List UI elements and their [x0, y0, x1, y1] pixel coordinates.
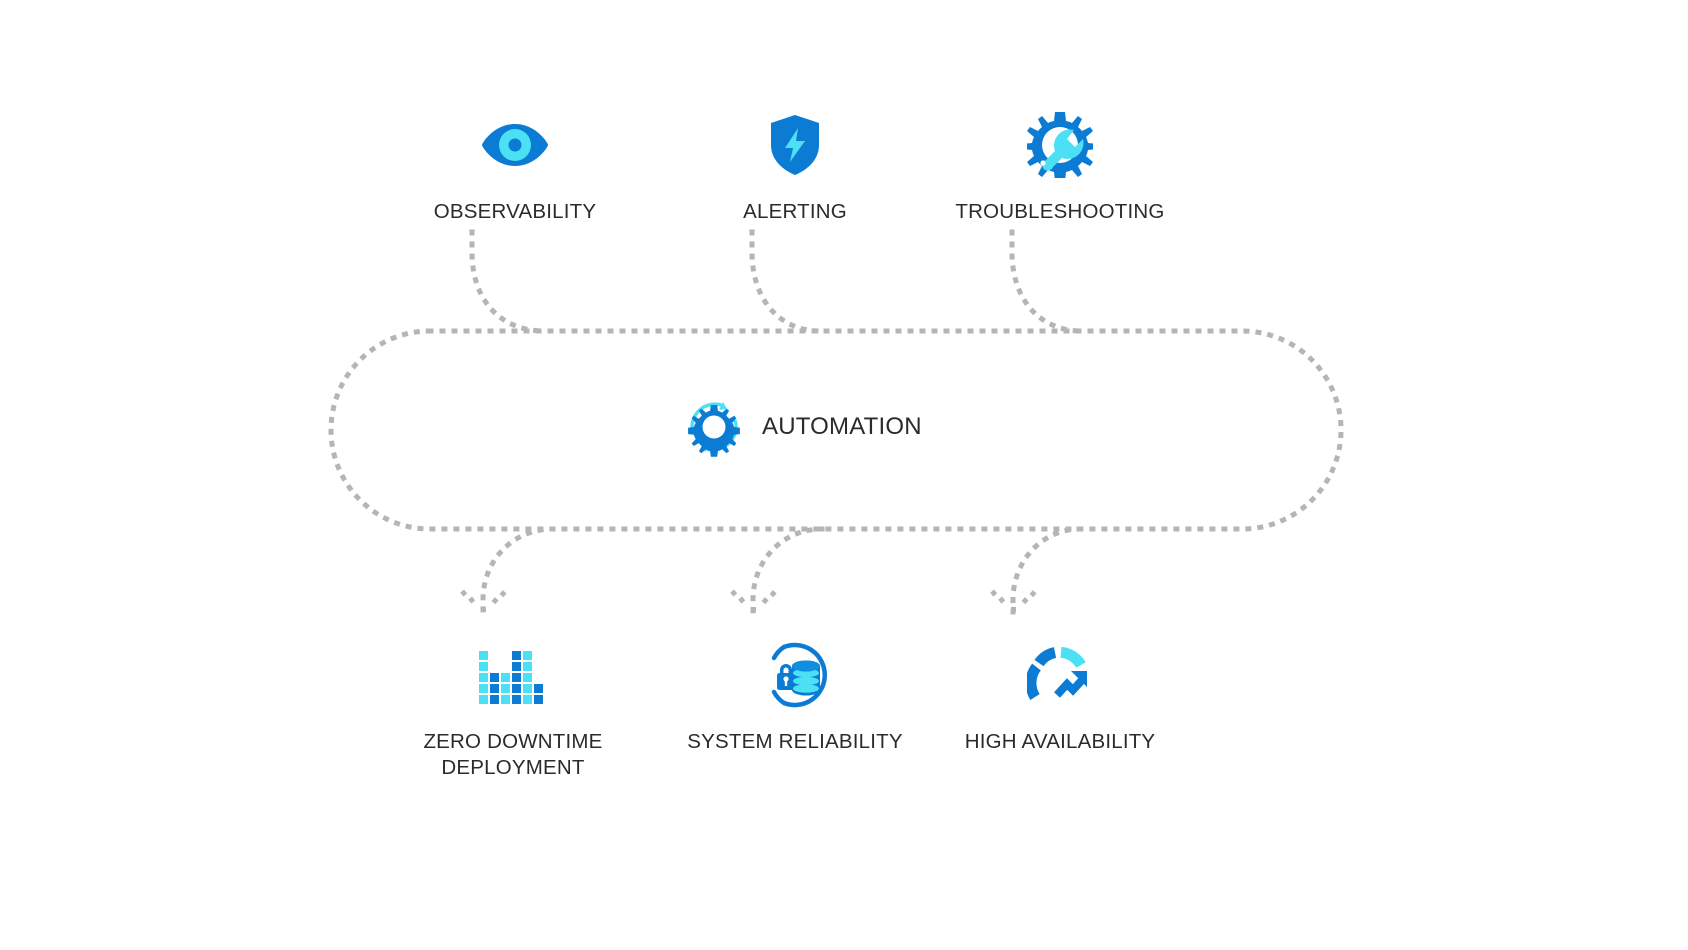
gear-wrench-icon — [930, 105, 1190, 185]
automation-gear-refresh-icon — [683, 396, 745, 458]
node-high-availability[interactable]: HIGH AVAILABILITY — [930, 635, 1190, 755]
pixel-bar-chart-icon — [383, 635, 643, 715]
node-troubleshooting[interactable]: TROUBLESHOOTING — [930, 105, 1190, 225]
connector-arrowheads — [460, 589, 1037, 612]
connector-troubleshooting — [1009, 229, 1085, 334]
arrowhead-system-reliability — [730, 589, 777, 612]
center-label: AUTOMATION — [762, 413, 922, 440]
node-alerting[interactable]: ALERTING — [665, 105, 925, 225]
node-label: OBSERVABILITY — [433, 200, 597, 223]
arrowhead-zero-downtime — [460, 589, 507, 612]
connector-high-availability — [1010, 526, 1083, 615]
node-system-reliability[interactable]: SYSTEM RELIABILITY — [665, 635, 925, 755]
connector-system-reliability — [750, 526, 825, 615]
node-label: HIGH AVAILABILITY — [964, 730, 1156, 753]
node-automation[interactable]: AUTOMATION — [683, 396, 922, 458]
shield-bolt-icon — [665, 105, 925, 185]
node-observability[interactable]: OBSERVABILITY — [385, 105, 645, 225]
connector-zero-downtime — [480, 526, 556, 615]
node-label: SYSTEM RELIABILITY — [687, 730, 903, 753]
node-label: TROUBLESHOOTING — [955, 200, 1165, 223]
node-label: ZERO DOWNTIME DEPLOYMENT — [423, 730, 603, 780]
eye-icon — [385, 105, 645, 185]
arrowhead-high-availability — [990, 589, 1037, 612]
connector-alerting — [749, 229, 823, 334]
node-label: ALERTING — [743, 200, 847, 223]
node-zero-downtime[interactable]: ZERO DOWNTIME DEPLOYMENT — [383, 635, 643, 781]
connector-observability — [469, 229, 548, 334]
database-lock-circle-icon — [665, 635, 925, 715]
gauge-trend-up-icon — [930, 635, 1190, 715]
